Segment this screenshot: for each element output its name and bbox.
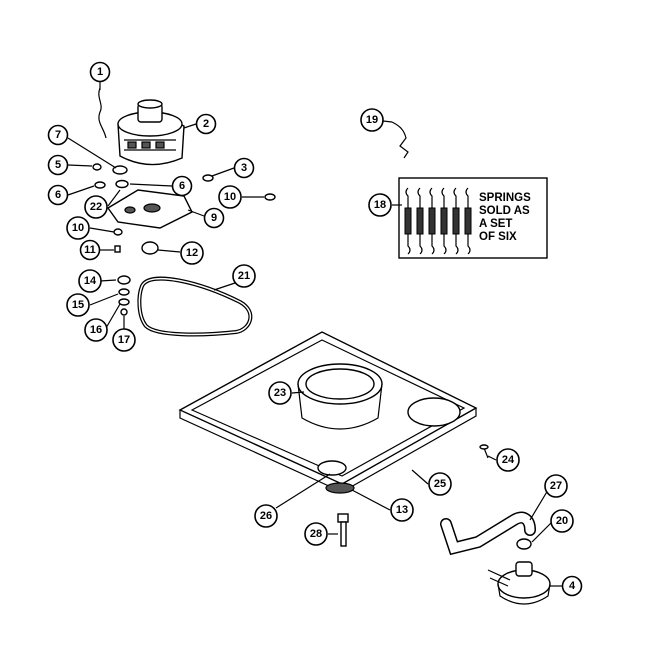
callout-26: 26 [254, 504, 278, 528]
spring-icon [416, 187, 424, 255]
spring-icon [404, 187, 412, 255]
svg-text:6: 6 [179, 180, 185, 192]
callout-20: 20 [550, 509, 574, 533]
springs-set-part [404, 187, 472, 255]
callout-21: 21 [232, 264, 256, 288]
svg-text:23: 23 [274, 387, 286, 399]
svg-text:6: 6 [55, 189, 61, 201]
callout-17: 17 [112, 328, 136, 352]
svg-text:11: 11 [84, 244, 96, 256]
callout-24: 24 [496, 448, 520, 472]
drive-belt-part [137, 276, 253, 337]
callout-25: 25 [428, 472, 452, 496]
svg-text:24: 24 [502, 454, 515, 466]
callout-22: 22 [84, 195, 108, 219]
pump-part [487, 561, 551, 605]
svg-text:12: 12 [186, 247, 198, 259]
callout-28: 28 [304, 522, 328, 546]
svg-text:18: 18 [374, 199, 386, 211]
nut-part [202, 174, 214, 182]
svg-text:2: 2 [203, 118, 209, 130]
callout-10a: 10 [66, 216, 90, 240]
svg-text:20: 20 [556, 515, 568, 527]
callout-27: 27 [544, 474, 568, 498]
spring-icon [440, 187, 448, 255]
svg-text:7: 7 [55, 129, 61, 141]
svg-text:5: 5 [55, 159, 61, 171]
svg-text:27: 27 [550, 480, 562, 492]
callout-19: 19 [360, 108, 384, 132]
springs-note-line-1: SPRINGS [479, 192, 531, 204]
bolt-part [337, 513, 349, 547]
svg-text:10: 10 [224, 191, 236, 203]
svg-text:21: 21 [238, 270, 250, 282]
springs-note-line-2: SOLD AS [479, 205, 530, 217]
svg-text:10: 10 [72, 222, 84, 234]
springs-note-line-3: A SET [479, 218, 512, 230]
callout-23: 23 [268, 381, 292, 405]
callout-14: 14 [78, 269, 102, 293]
callout-1: 1 [89, 61, 111, 83]
callout-18: 18 [368, 193, 392, 217]
springs-note-line-4: OF SIX [479, 231, 517, 243]
svg-text:4: 4 [569, 580, 576, 592]
spring-icon [428, 187, 436, 255]
callout-5: 5 [47, 154, 69, 176]
callout-13: 13 [390, 498, 414, 522]
spring-hook-part [391, 121, 409, 159]
wire-clip-part [98, 87, 107, 139]
spring-icon [464, 187, 472, 255]
callout-9: 9 [203, 207, 225, 229]
callout-6b: 6 [171, 175, 193, 197]
base-plate-part [178, 331, 478, 494]
svg-text:1: 1 [97, 66, 103, 78]
svg-text:25: 25 [434, 478, 446, 490]
callout-3: 3 [233, 157, 255, 179]
svg-text:19: 19 [366, 114, 378, 126]
callout-6a: 6 [47, 184, 69, 206]
callout-7: 7 [47, 124, 69, 146]
washer-part [112, 165, 128, 175]
svg-text:26: 26 [260, 510, 272, 522]
svg-text:3: 3 [241, 162, 247, 174]
svg-text:28: 28 [310, 528, 322, 540]
spring-icon [452, 187, 460, 255]
callout-15: 15 [66, 293, 90, 317]
callout-11: 11 [79, 239, 101, 261]
callout-12: 12 [180, 241, 204, 265]
callout-16: 16 [84, 318, 108, 342]
svg-text:16: 16 [90, 324, 102, 336]
springs-box [398, 177, 548, 259]
svg-text:14: 14 [84, 275, 97, 287]
svg-text:15: 15 [72, 299, 84, 311]
callout-4: 4 [561, 575, 583, 597]
coupling-part [141, 241, 159, 255]
motor-housing-part [117, 99, 185, 166]
callout-10b: 10 [218, 185, 242, 209]
svg-text:17: 17 [118, 334, 130, 346]
svg-text:13: 13 [396, 504, 408, 516]
callout-2: 2 [195, 113, 217, 135]
hose-clamp-part [516, 538, 532, 550]
svg-text:22: 22 [90, 201, 102, 213]
svg-text:9: 9 [211, 212, 217, 224]
